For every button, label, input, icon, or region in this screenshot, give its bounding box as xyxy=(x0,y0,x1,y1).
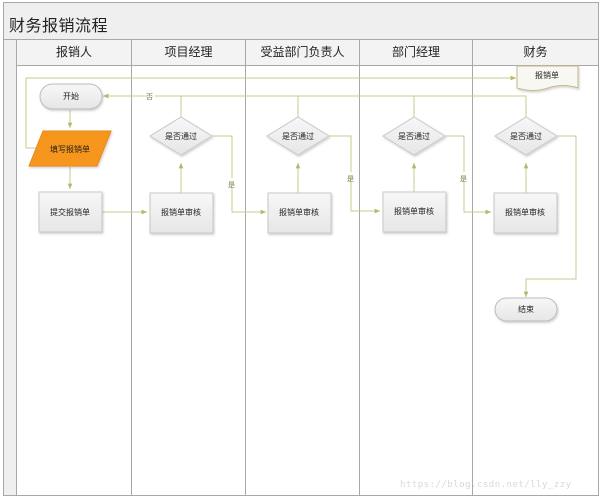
edge-labels: 否 是 是 是 xyxy=(146,91,469,189)
connectors xyxy=(25,75,577,297)
svg-text:填写报销单: 填写报销单 xyxy=(50,144,90,154)
document-node[interactable]: 报销单 xyxy=(516,65,579,91)
svg-text:结束: 结束 xyxy=(518,304,534,314)
left-strip xyxy=(4,40,17,495)
dept-decision-diamond[interactable]: 是否通过 xyxy=(382,116,446,156)
edge-label-no: 否 xyxy=(146,93,153,101)
finance-decision-diamond[interactable]: 是否通过 xyxy=(494,116,558,156)
pm-review-node[interactable]: 报销单审核 xyxy=(149,192,214,234)
lane-divider xyxy=(472,66,473,495)
svg-text:报销单审核: 报销单审核 xyxy=(505,207,545,217)
edge-label-yes: 是 xyxy=(460,175,467,183)
end-terminator[interactable]: 结束 xyxy=(494,297,558,322)
finance-review-node[interactable]: 报销单审核 xyxy=(493,192,558,234)
svg-text:报销单: 报销单 xyxy=(535,70,559,80)
title-bar: 财务报销流程 xyxy=(4,3,598,40)
lane-header-finance: 财务 xyxy=(473,40,598,66)
swimlane-diagram: 财务报销流程 报销人 项目经理 受益部门负责人 部门经理 财务 xyxy=(3,2,599,496)
fill-form-node[interactable]: 填写报销单 xyxy=(28,130,112,167)
svg-text:是否通过: 是否通过 xyxy=(398,131,430,141)
lane-header-benefit-dept-head: 受益部门负责人 xyxy=(246,40,360,66)
edge-label-yes: 是 xyxy=(347,175,354,183)
benefit-review-node[interactable]: 报销单审核 xyxy=(267,192,332,234)
benefit-decision-diamond[interactable]: 是否通过 xyxy=(266,116,330,156)
svg-text:提交报销单: 提交报销单 xyxy=(50,207,90,217)
lane-header-dept-manager: 部门经理 xyxy=(360,40,473,66)
start-terminator[interactable]: 开始 xyxy=(39,83,103,110)
svg-text:开始: 开始 xyxy=(63,91,79,101)
svg-text:是否通过: 是否通过 xyxy=(165,131,197,141)
lane-header-project-manager: 项目经理 xyxy=(132,40,246,66)
svg-text:报销单审核: 报销单审核 xyxy=(161,207,201,217)
svg-text:报销单审核: 报销单审核 xyxy=(279,207,319,217)
svg-text:报销单审核: 报销单审核 xyxy=(394,206,434,216)
lane-header-claimant: 报销人 xyxy=(17,40,132,66)
pm-decision-diamond[interactable]: 是否通过 xyxy=(149,116,213,156)
submit-form-node[interactable]: 提交报销单 xyxy=(38,191,103,233)
lane-divider xyxy=(245,66,246,495)
lane-divider xyxy=(359,66,360,495)
svg-text:是否通过: 是否通过 xyxy=(282,131,314,141)
watermark: https://blog.csdn.net/lly_zzy xyxy=(400,480,572,490)
edge-label-yes: 是 xyxy=(228,181,235,189)
connector-fill-to-document xyxy=(25,75,516,149)
dept-review-node[interactable]: 报销单审核 xyxy=(382,191,447,233)
lane-divider xyxy=(131,66,132,495)
svg-text:是否通过: 是否通过 xyxy=(510,131,542,141)
diagram-title: 财务报销流程 xyxy=(9,16,109,35)
